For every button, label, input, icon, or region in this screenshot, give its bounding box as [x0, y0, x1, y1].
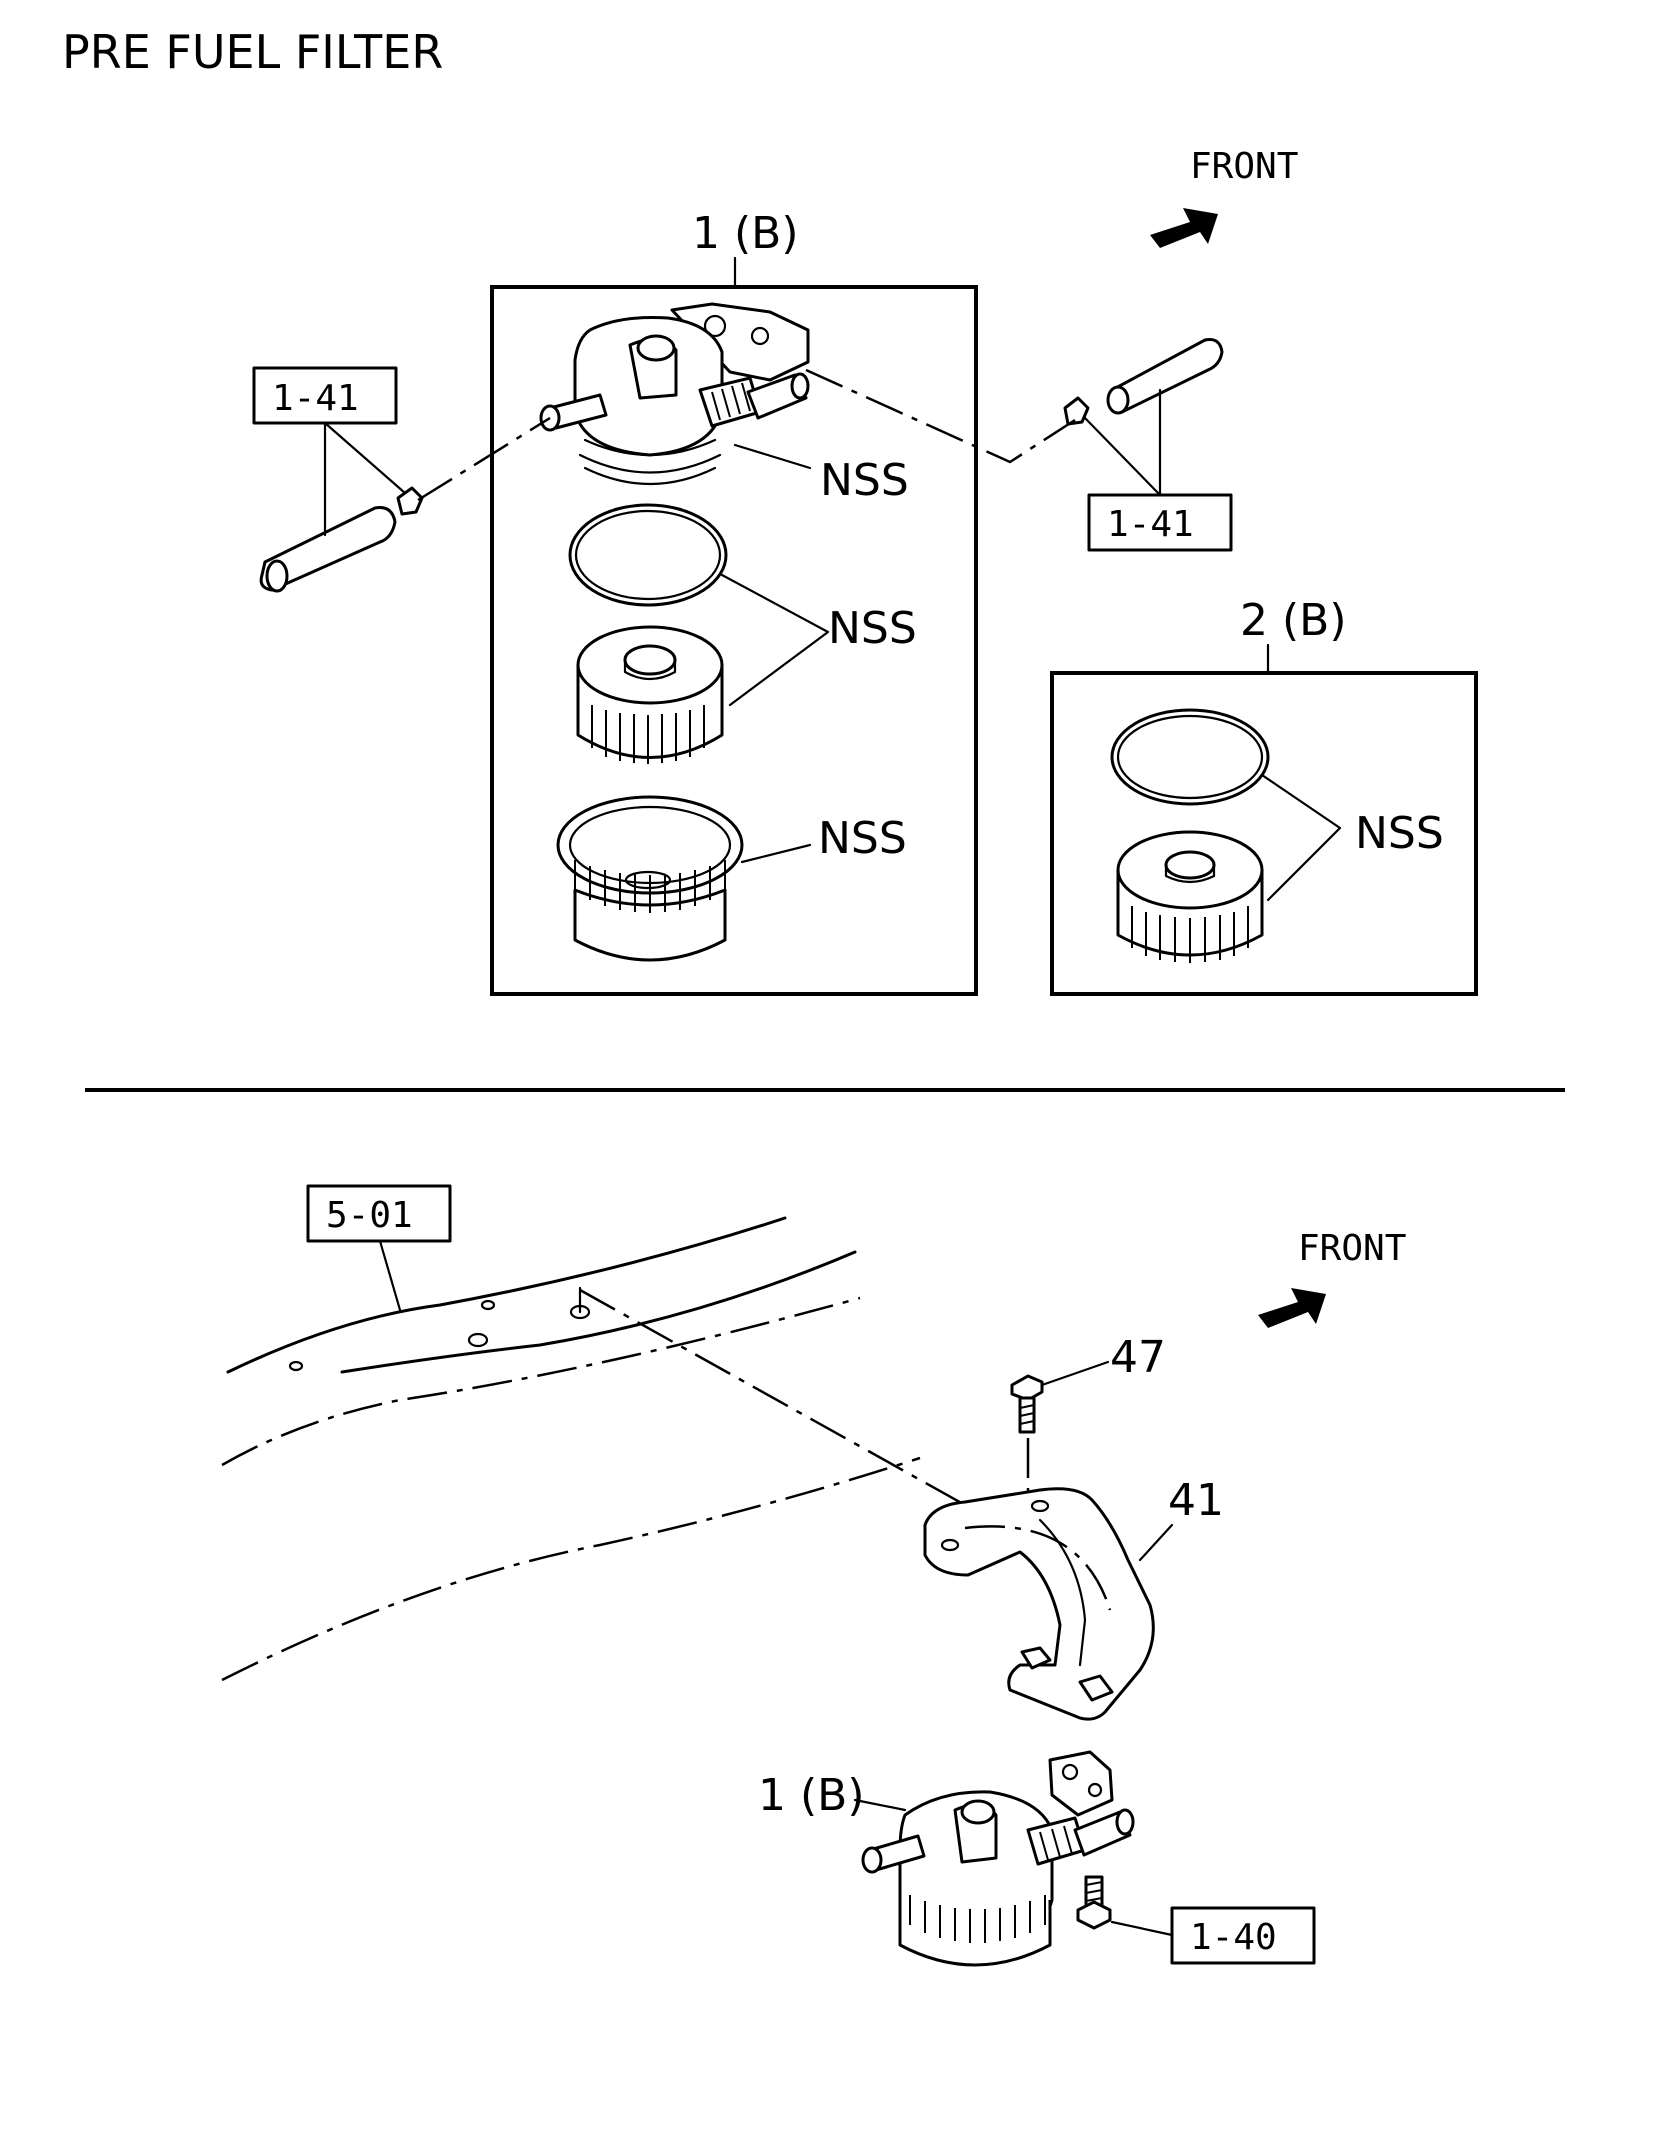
assembly-2-box: [1050, 671, 1478, 996]
top-view: FRONT 1 (B) NSS: [252, 146, 1478, 996]
o-ring-kit: [1110, 708, 1270, 806]
front-arrow-icon-bottom: [1258, 1288, 1326, 1328]
front-arrow-icon-top: [1150, 208, 1218, 248]
bolt-47: [1010, 1374, 1044, 1434]
ref-label-frame: 5-01: [326, 1195, 413, 1236]
assembly-1-box: [490, 285, 978, 996]
front-label-top: FRONT: [1190, 146, 1298, 187]
frame-rail: [221, 1216, 921, 1682]
filter-assembly-bottom: [861, 1750, 1135, 1967]
ref-box-bolt: [1170, 1906, 1316, 1965]
nss-label-kit: NSS: [1355, 808, 1444, 859]
nss-label-element: NSS: [828, 603, 917, 654]
ref-label-right: 1-41: [1107, 504, 1194, 545]
ref-label-bolt: 1-40: [1190, 1917, 1277, 1958]
front-label-bottom: FRONT: [1298, 1228, 1406, 1269]
bolt-1-40: [1076, 1875, 1112, 1930]
bracket-41: [923, 1487, 1155, 1721]
assembly-label-bottom: 1 (B): [758, 1770, 865, 1821]
nss-label-head: NSS: [820, 455, 909, 506]
part-label-41: 41: [1168, 1475, 1224, 1526]
assembly-1-label: 1 (B): [692, 208, 799, 259]
ref-label-left: 1-41: [272, 378, 359, 419]
page-title: PRE FUEL FILTER: [62, 25, 443, 79]
filter-element: [576, 625, 724, 764]
bottom-view: FRONT 5-01 47: [221, 1184, 1406, 1967]
part-label-47: 47: [1110, 1332, 1166, 1383]
filter-bowl: [556, 795, 744, 962]
filter-element-kit: [1116, 830, 1264, 963]
hose-right: [1063, 338, 1224, 426]
nss-label-bowl: NSS: [818, 813, 907, 864]
assembly-2-label: 2 (B): [1240, 595, 1347, 646]
filter-head: [539, 302, 810, 486]
o-ring: [568, 503, 728, 607]
hose-left: [259, 486, 424, 593]
